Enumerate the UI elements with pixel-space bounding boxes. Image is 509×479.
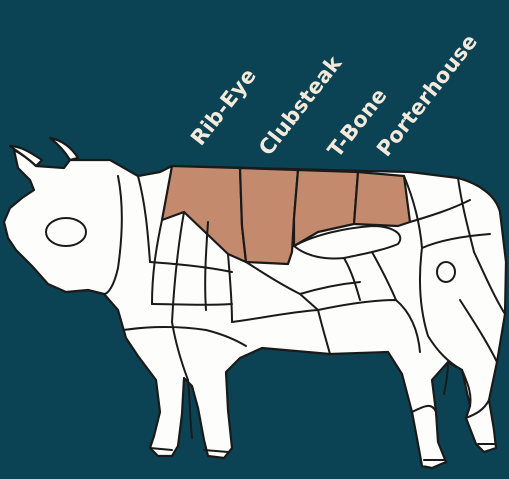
flank-line-1 (317, 309, 331, 355)
neck-line (103, 175, 123, 295)
round-line-1 (403, 175, 423, 249)
cow-body-outline (2, 148, 508, 470)
cut-clubsteak (238, 166, 300, 266)
hindshank-line (461, 369, 472, 407)
hindleg-seam-2 (465, 399, 490, 419)
chuck-line-3 (204, 221, 209, 311)
round-line-2 (409, 199, 471, 223)
round-line-3 (421, 233, 491, 249)
cut-porterhouse (352, 170, 412, 228)
chuck-cross-1 (149, 261, 233, 273)
chuck-line-4 (227, 253, 233, 323)
eye-patch (45, 217, 87, 247)
foreshank-line (171, 321, 189, 381)
tenderloin-shape (293, 225, 402, 260)
round-line-7 (459, 299, 498, 363)
brisket-line (123, 326, 247, 347)
foreleg-seam (187, 379, 193, 439)
horn-left (8, 144, 44, 168)
hoof-front-right (203, 449, 229, 453)
hindshank-line-2 (443, 361, 449, 395)
hip-joint (436, 261, 456, 283)
sirloin-tip (299, 281, 361, 295)
hindleg-seam (411, 405, 437, 413)
plate-line-1 (231, 309, 319, 323)
round-line-5 (419, 247, 463, 371)
sirloin-line-1 (343, 257, 361, 301)
neck-line-2 (137, 175, 151, 263)
sirloin-line-2 (371, 251, 397, 301)
round-line-6 (473, 251, 506, 315)
hoof-front-left (149, 447, 173, 451)
horn-right (48, 136, 80, 162)
chuck-line-2 (171, 211, 185, 323)
chuck-line-1 (151, 219, 163, 305)
chuck-cross-2 (151, 303, 233, 306)
round-line-4 (457, 177, 475, 253)
